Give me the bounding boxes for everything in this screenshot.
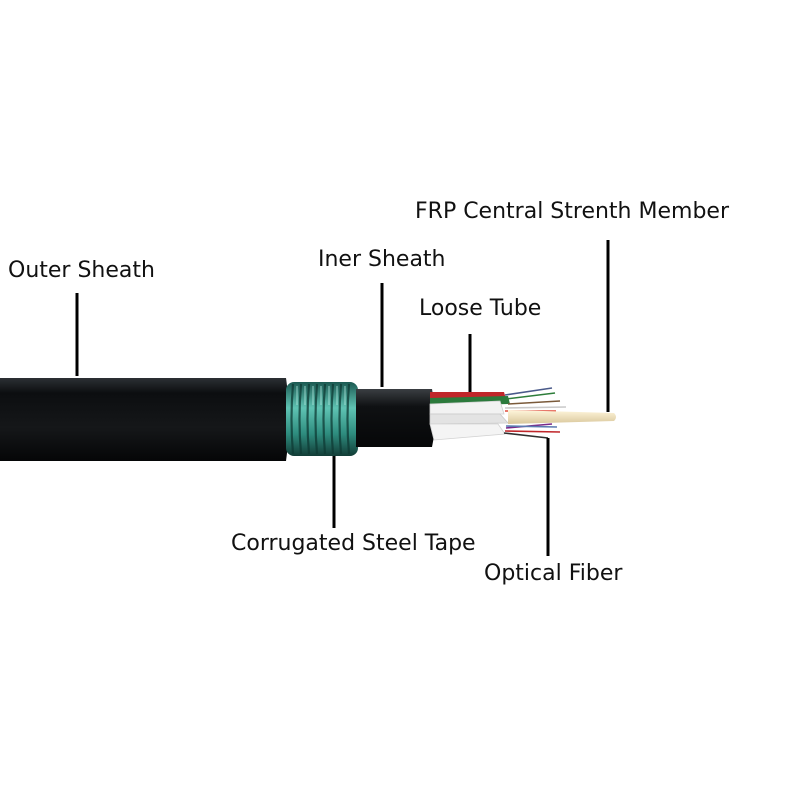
outer-sheath-shape (0, 378, 289, 461)
inner-sheath-label: Iner Sheath (318, 247, 446, 272)
frp-member-shape (508, 410, 616, 424)
steel-tape-shape (286, 382, 358, 456)
inner-sheath-shape (356, 389, 435, 447)
loose-tubes-shape (429, 392, 510, 441)
outer-sheath-label: Outer Sheath (8, 258, 155, 283)
optical-fiber-label: Optical Fiber (484, 561, 623, 586)
frp-member-label: FRP Central Strenth Member (415, 199, 729, 224)
loose-tube-label: Loose Tube (419, 296, 542, 321)
steel-tape-label: Corrugated Steel Tape (231, 531, 476, 556)
leader-lines (75, 240, 610, 556)
